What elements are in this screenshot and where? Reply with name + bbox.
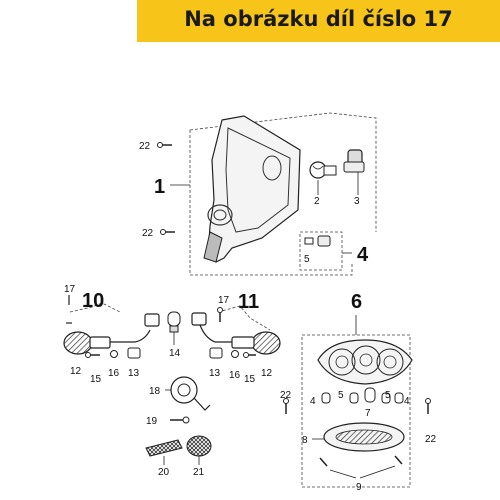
callout-15: 15 — [244, 374, 256, 385]
callout-8: 8 — [302, 435, 308, 446]
callout-1: 1 — [154, 176, 165, 198]
title-banner: Na obrázku díl číslo 17 — [137, 0, 500, 42]
tail-light-lens — [323, 422, 405, 452]
callout-13: 13 — [209, 368, 221, 379]
horn-group — [145, 376, 212, 465]
callout-19: 19 — [146, 416, 158, 427]
callout-22: 22 — [425, 434, 437, 445]
callout-17: 17 — [64, 284, 76, 295]
headlight-housing — [207, 115, 301, 263]
callout-11: 11 — [238, 291, 259, 313]
callout-22: 22 — [142, 228, 154, 239]
callout-3: 3 — [354, 196, 360, 207]
callout-7: 7 — [365, 408, 371, 419]
right-indicator-lens — [251, 331, 281, 355]
callout-4: 4 — [357, 244, 369, 266]
callout-5: 5 — [338, 390, 344, 401]
grille-strip — [145, 439, 183, 457]
banner-title: Na obrázku díl číslo 17 — [184, 7, 453, 31]
callout-16: 16 — [108, 368, 120, 379]
headlight-group — [157, 112, 377, 276]
callout-5: 5 — [304, 254, 310, 265]
callout-4: 4 — [404, 396, 410, 407]
callout-14: 14 — [169, 348, 181, 359]
headlight-bulb — [309, 161, 337, 179]
screw — [157, 142, 172, 148]
callout-22: 22 — [280, 390, 292, 401]
left-indicator-group — [63, 295, 181, 359]
callout-13: 13 — [128, 368, 140, 379]
round-grille — [186, 435, 212, 457]
horn — [170, 376, 211, 411]
callout-22: 22 — [139, 141, 151, 152]
left-indicator-lens — [63, 331, 93, 355]
tail-light-group — [283, 315, 431, 488]
tail-light-housing — [317, 339, 413, 385]
callout-15: 15 — [90, 374, 102, 385]
screw — [160, 229, 175, 235]
callout-10: 10 — [82, 290, 104, 312]
callout-20: 20 — [158, 467, 170, 478]
callout-18: 18 — [149, 386, 161, 397]
callout-4: 4 — [310, 396, 316, 407]
callout-12: 12 — [261, 368, 273, 379]
callout-12: 12 — [70, 366, 82, 377]
indicator-bulb — [167, 311, 181, 333]
callout-6: 6 — [351, 291, 362, 313]
callout-17: 17 — [218, 295, 230, 306]
callout-16: 16 — [229, 370, 241, 381]
right-indicator-group — [191, 305, 281, 359]
callout-5: 5 — [385, 390, 391, 401]
callout-2: 2 — [314, 196, 320, 207]
callout-9: 9 — [356, 482, 362, 493]
callout-21: 21 — [193, 467, 205, 478]
bulb-socket — [343, 149, 365, 173]
